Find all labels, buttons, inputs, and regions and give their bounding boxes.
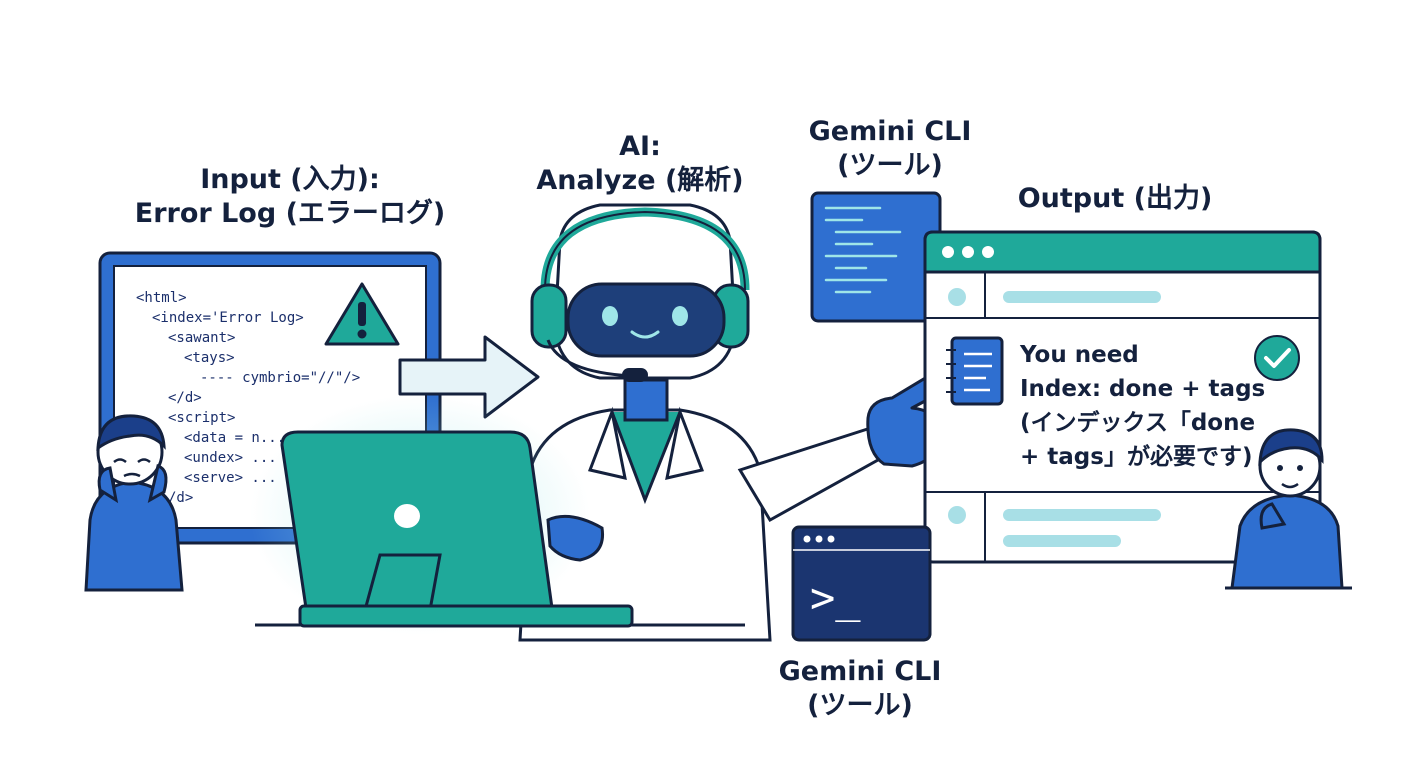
worried-person-illustration (84, 414, 184, 592)
gemini-cli-code-panel (810, 191, 942, 323)
happy-person-illustration (1225, 428, 1352, 590)
gemini-cli-bottom-label: Gemini CLI (ツール) (778, 656, 942, 721)
error-log-line: <tays> (184, 350, 235, 366)
terminal-prompt: >_ (810, 573, 861, 622)
error-log-line: <serve> ... (184, 470, 277, 486)
gemini-cli-top-label: Gemini CLI (ツール) (808, 116, 972, 181)
error-log-line: </d> (168, 390, 202, 406)
check-icon (1254, 335, 1300, 381)
error-log-line: <undex> ... (184, 450, 277, 466)
error-log-code: <html> <index='Error Log> <sawant> <tays> --… (136, 290, 360, 506)
output-message-line: + tags」が必要です) (1020, 443, 1252, 470)
laptop-illustration (250, 395, 745, 635)
error-log-line: <data = n... (184, 430, 285, 446)
flow-arrow-icon (398, 335, 540, 419)
output-label: Output (出力) (1017, 183, 1213, 214)
warning-icon (324, 282, 400, 346)
output-message-line: (インデックス「done (1020, 409, 1255, 436)
ai-label: AI: Analyze (解析) (536, 131, 744, 196)
gemini-cli-terminal: >_ (791, 525, 932, 642)
error-log-monitor: <html> <index='Error Log> <sawant> <tays> --… (98, 251, 442, 545)
error-log-line: ---- cymbrio="//"/> (200, 370, 360, 386)
error-log-line: <index='Error Log> (152, 310, 304, 326)
error-log-line: /d> (168, 490, 193, 506)
notepad-icon (946, 336, 1004, 406)
error-log-line: <script> (168, 410, 235, 426)
error-log-line: <html> (136, 290, 187, 306)
robot-analyst-illustration (518, 203, 948, 642)
input-label: Input (入力): Error Log (エラーログ) (134, 164, 446, 229)
output-message-line: Index: done + tags (1020, 376, 1265, 402)
error-log-line: <sawant> (168, 330, 235, 346)
output-message-line: You need (1019, 342, 1139, 368)
